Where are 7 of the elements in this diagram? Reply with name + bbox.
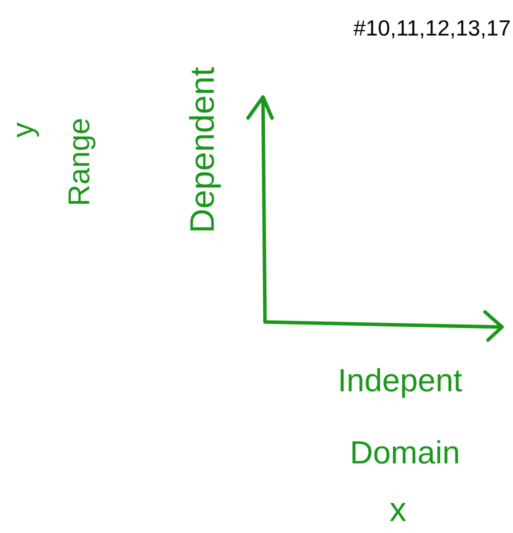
handwritten-label: Range — [68, 119, 96, 204]
title: #10,11,12,13,17 — [353, 20, 510, 38]
handwritten-label: Domain — [352, 440, 458, 464]
handwritten-label: Dependent — [189, 67, 221, 230]
handwritten-label: x — [390, 503, 406, 521]
handwritten-label: Indepent — [340, 368, 462, 398]
handwritten-label: y — [16, 122, 40, 138]
